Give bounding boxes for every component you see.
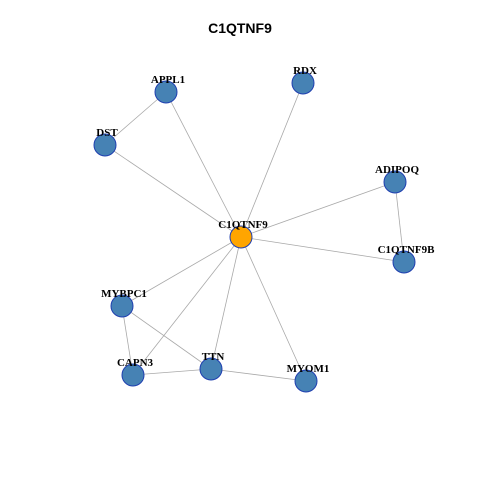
node-dst[interactable] [93, 133, 117, 157]
node-c1qtnf9[interactable] [229, 225, 253, 249]
edge-layer [104, 82, 405, 382]
node-capn3[interactable] [121, 363, 145, 387]
edge-capn3-ttn [132, 368, 212, 376]
node-ttn[interactable] [199, 357, 223, 381]
edge-c1qtnf9-rdx [240, 82, 304, 238]
node-myom1[interactable] [294, 369, 318, 393]
node-label-c1qtnf9b: C1QTNF9B [378, 244, 436, 256]
edge-appl1-dst [104, 91, 167, 146]
node-label-mybpc1: MYBPC1 [101, 288, 147, 300]
node-label-rdx: RDX [293, 65, 317, 77]
node-label-appl1: APPL1 [151, 74, 185, 86]
node-label-c1qtnf9: C1QTNF9 [218, 219, 268, 231]
node-label-ttn: TTN [202, 351, 225, 363]
node-label-myom1: MYOM1 [287, 363, 330, 375]
edge-c1qtnf9-appl1 [165, 91, 242, 238]
node-label-capn3: CAPN3 [117, 357, 154, 369]
node-mybpc1[interactable] [110, 294, 134, 318]
node-rdx[interactable] [291, 71, 315, 95]
label-layer: C1QTNF9 APPL1 RDX DST ADIPOQ C1QTNF9B MYBPC1CA… [96, 65, 435, 375]
node-label-adipoq: ADIPOQ [375, 164, 419, 176]
node-appl1[interactable] [154, 80, 178, 104]
edge-ttn-myom1 [210, 368, 307, 382]
edge-c1qtnf9-adipoq [240, 181, 396, 238]
edge-c1qtnf9-myom1 [240, 236, 307, 382]
node-layer [93, 71, 416, 393]
edge-mybpc1-ttn [121, 305, 212, 370]
edge-c1qtnf9-c1qtnf9b [240, 236, 405, 263]
edge-c1qtnf9-mybpc1 [121, 236, 242, 307]
graph-title: C1QTNF9 [208, 20, 272, 36]
edge-adipoq-c1qtnf9b [394, 181, 405, 263]
edge-c1qtnf9-ttn [210, 236, 242, 370]
edge-mybpc1-capn3 [121, 305, 134, 376]
node-c1qtnf9b[interactable] [392, 250, 416, 274]
edge-c1qtnf9-dst [104, 144, 242, 238]
node-adipoq[interactable] [383, 170, 407, 194]
edge-c1qtnf9-capn3 [132, 236, 242, 376]
node-label-dst: DST [96, 127, 118, 139]
